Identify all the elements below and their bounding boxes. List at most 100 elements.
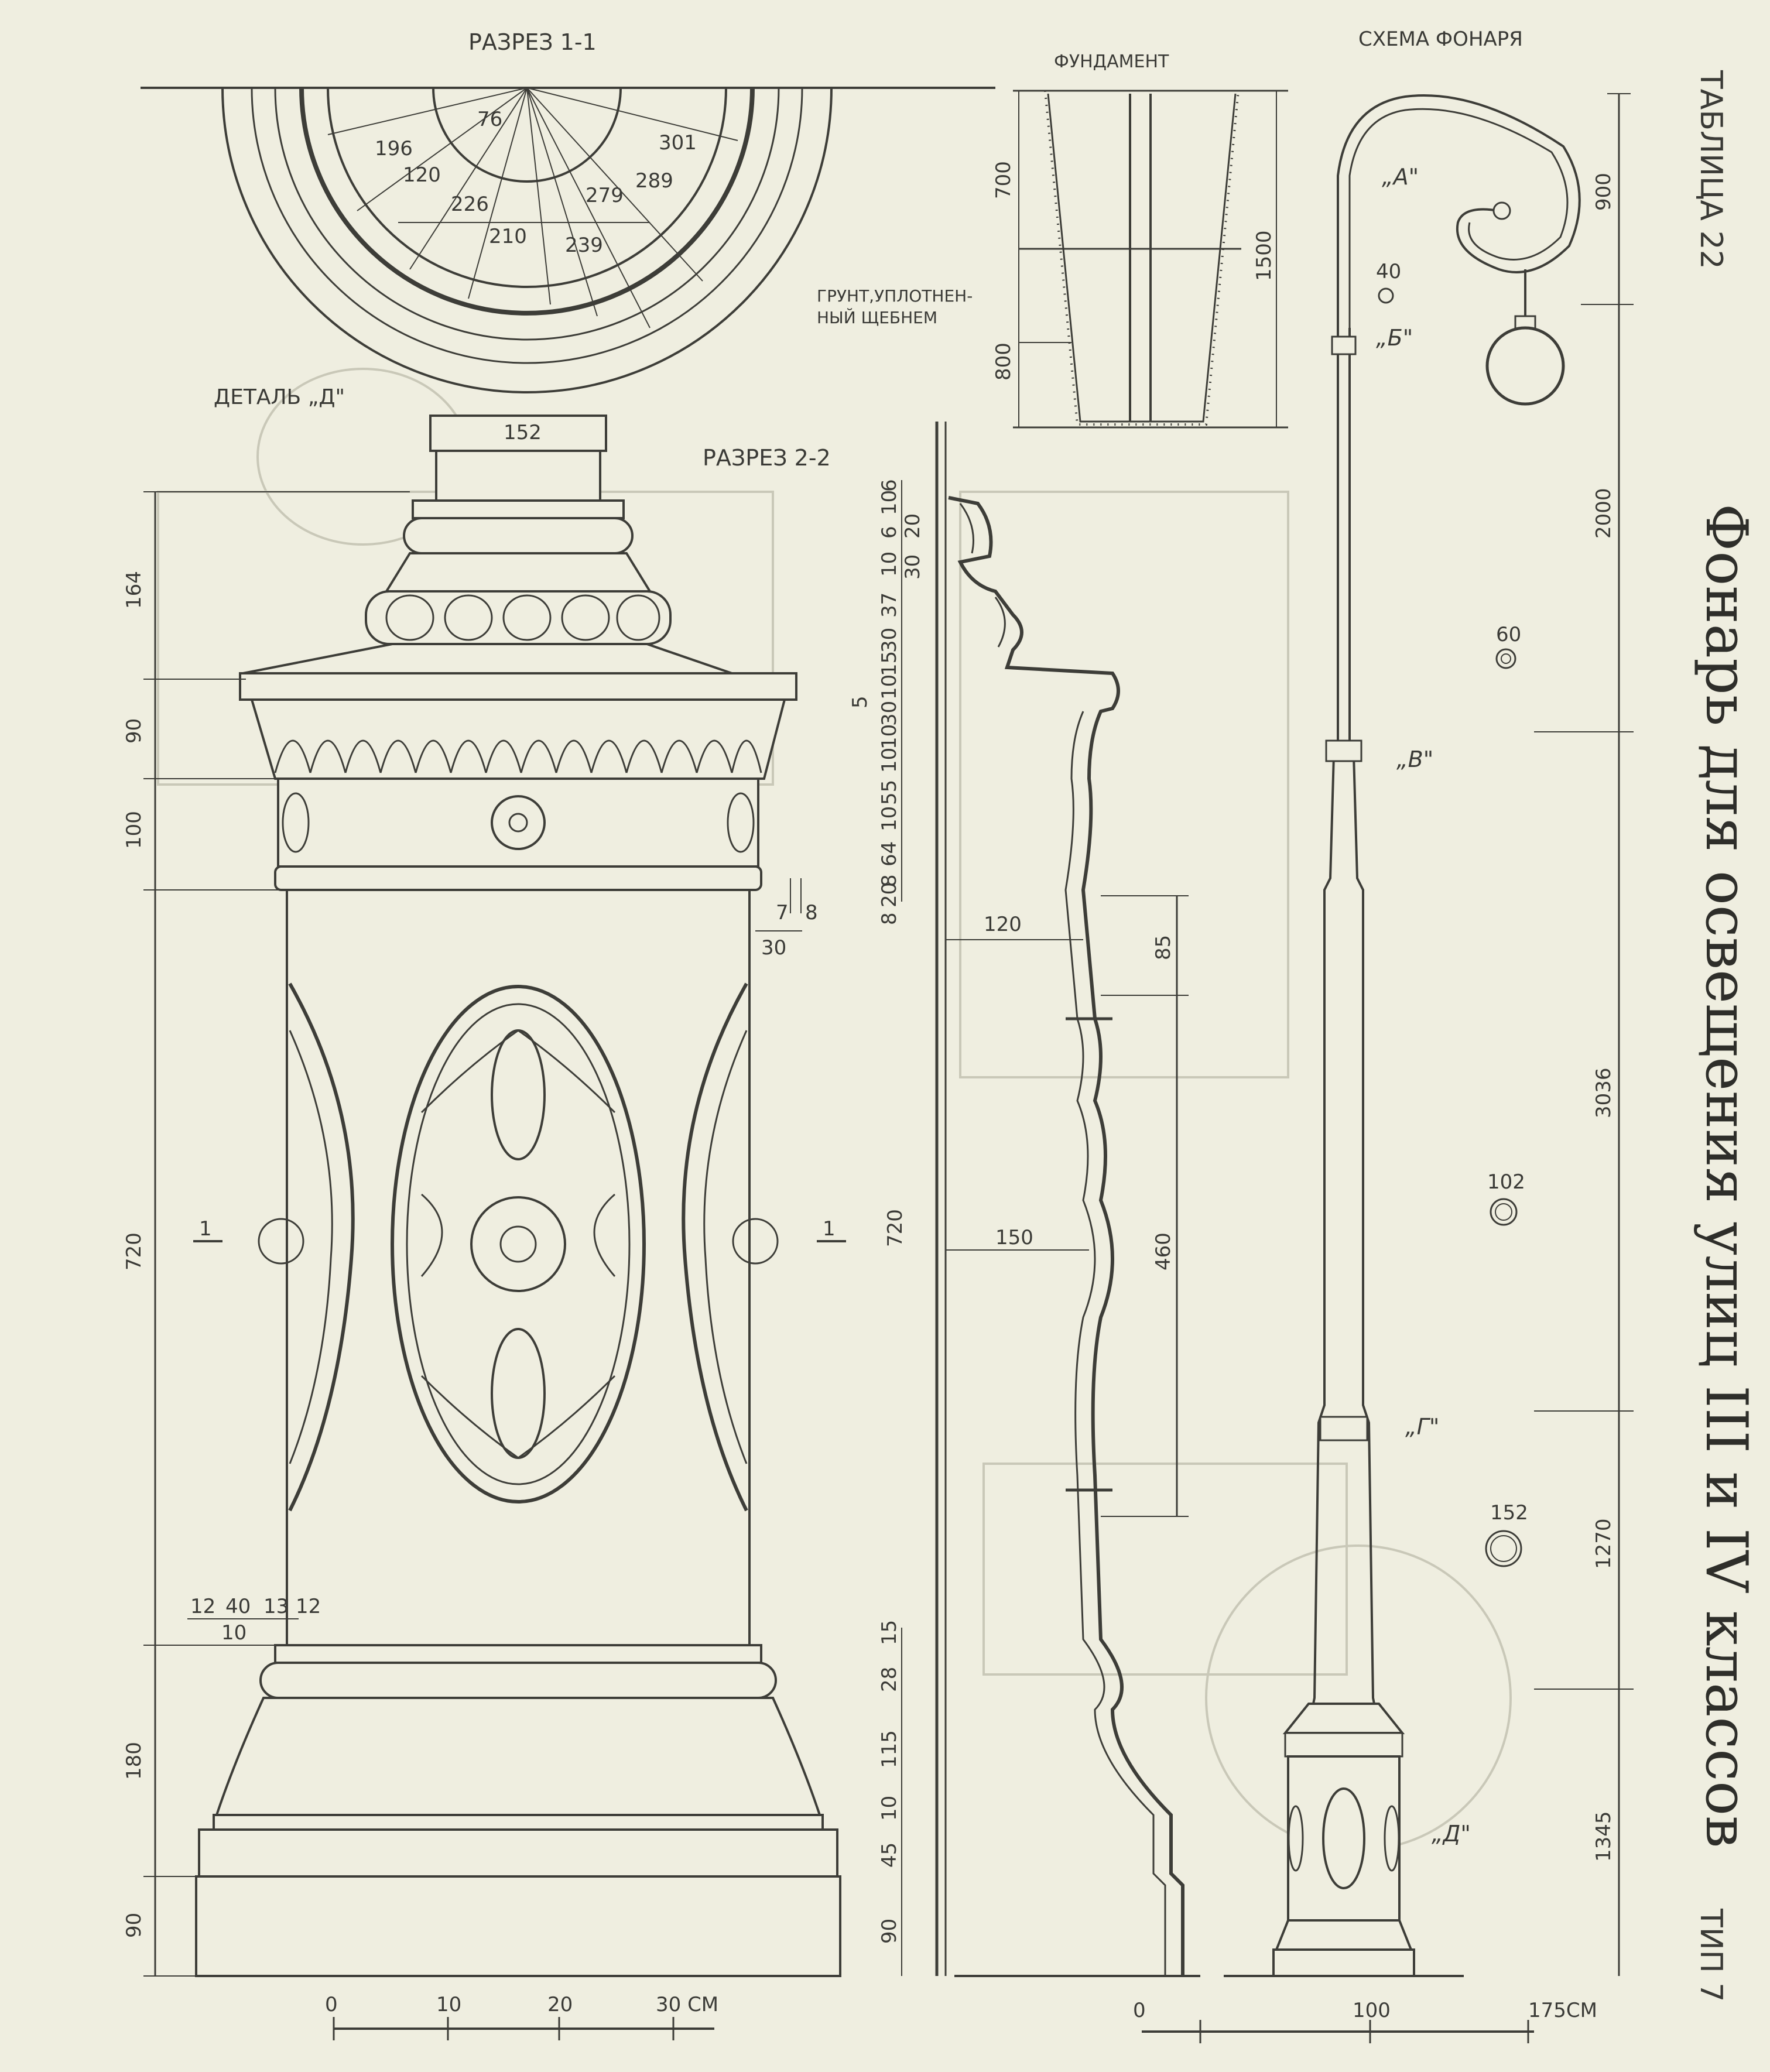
foundation-dim: 800 [992, 343, 1015, 381]
profile-offset-dim: 120 [984, 913, 1022, 936]
scheme-height-dim: 3036 [1592, 1067, 1615, 1118]
scale-left-label: 10 [436, 1993, 461, 2016]
scale-bar-left: 0 10 20 30 CM [325, 1993, 718, 2040]
stack-dim: 30 [878, 628, 901, 653]
foundation-label: ФУНДАМЕНТ [1054, 52, 1169, 72]
plan-dim: 210 [489, 225, 527, 248]
left-height-dim: 164 [122, 571, 146, 609]
table-number-label: ТАБЛИЦА 22 [1693, 70, 1728, 269]
scheme-diameter: 40 [1376, 260, 1401, 283]
scheme-mark-d: „Д" [1432, 1821, 1471, 1847]
stack-dim: 20 [901, 513, 925, 539]
detail-d-label: ДЕТАЛЬ „Д" [214, 385, 345, 409]
plan-dim: 226 [451, 193, 489, 216]
sheet-title: Фонарь для освещения улиц III и IV класс… [1693, 504, 1759, 1848]
sheet-titles: ТАБЛИЦА 22 Фонарь для освещения улиц III… [1693, 70, 1759, 2002]
base-width-dim: 40 [225, 1595, 251, 1618]
type-label: ТИП 7 [1693, 1908, 1728, 2002]
scheme-diameter: 152 [1490, 1501, 1528, 1525]
profile-base-dim: 45 [878, 1842, 901, 1868]
stack-dim: 30 [901, 554, 925, 580]
stack-dim: 10 [878, 552, 901, 577]
stack-dim: 55 [878, 780, 901, 805]
profile-height-dim: 460 [1152, 1232, 1175, 1270]
scale-left-label: 30 CM [656, 1993, 718, 2016]
scheme-mark-b: „Б" [1376, 325, 1413, 351]
scale-bar-right: 0 100 175CM [1133, 1999, 1597, 2043]
stack-dim: 6 [878, 479, 901, 492]
section-mark-right: 1 [823, 1217, 836, 1241]
plan-dim: 120 [403, 163, 441, 187]
scheme-diameter: 60 [1496, 623, 1521, 646]
profile-main-height: 720 [884, 1209, 907, 1247]
scale-right-label: 0 [1133, 1999, 1146, 2022]
scale-left-label: 0 [325, 1993, 338, 2016]
stack-dim: 5 [848, 696, 872, 708]
scheme-height-dim: 1345 [1592, 1811, 1615, 1862]
bead-ornament [385, 594, 660, 641]
stack-dim: 10 [878, 674, 901, 700]
left-height-dim: 180 [122, 1742, 146, 1780]
left-height-dim: 90 [122, 1913, 146, 1938]
stack-dim: 10 [878, 748, 901, 773]
section-mark-left: 1 [199, 1217, 212, 1241]
profile-base-dim: 28 [878, 1667, 901, 1692]
left-height-dim: 100 [122, 811, 146, 849]
detail-d-elevation: ДЕТАЛЬ „Д" 152 [122, 385, 846, 1977]
left-height-dim: 720 [122, 1232, 146, 1270]
plan-radial-lines [327, 87, 738, 328]
plan-dim: 279 [586, 184, 624, 207]
stack-dim: 6 [878, 526, 901, 539]
lamp-scheme-label: СХЕМА ФОНАРЯ [1358, 28, 1523, 51]
stack-dim: 15 [878, 651, 901, 676]
plan-dim: 301 [659, 131, 697, 155]
profile-stack-dims: 6 10 6 10 37 30 15 10 30 10 10 55 10 64 … [848, 479, 925, 925]
rosette-ornament [282, 792, 755, 853]
scheme-mark-a: „А" [1382, 164, 1419, 190]
medallion-center [391, 985, 646, 1504]
stack-dim: 10 [878, 724, 901, 749]
cornice-dim: 8 [805, 901, 818, 924]
stack-dim: 8 [878, 912, 901, 925]
scheme-height-dim: 2000 [1592, 488, 1615, 539]
stack-dim: 10 [878, 490, 901, 515]
section-1-1-plan: РАЗРЕЗ 1-1 196 76 120 226 210 239 279 28… [141, 29, 995, 393]
scheme-height-dim: 1270 [1592, 1518, 1615, 1569]
plan-dim: 76 [477, 108, 502, 131]
base-width-dim: 10 [221, 1621, 247, 1645]
left-height-dim: 90 [122, 718, 146, 744]
scheme-mark-g: „Г" [1405, 1414, 1439, 1440]
foundation-dim: 1500 [1252, 230, 1276, 281]
base-width-dim: 12 [296, 1595, 321, 1618]
scheme-height-dim: 900 [1592, 173, 1615, 211]
stack-dim: 30 [878, 701, 901, 726]
scheme-diameter: 102 [1487, 1170, 1525, 1194]
plan-dim: 289 [635, 169, 673, 193]
stack-dim: 20 [878, 882, 901, 907]
medallion-right [682, 982, 779, 1512]
section-1-1-label: РАЗРЕЗ 1-1 [468, 29, 597, 55]
lamp-scheme: СХЕМА ФОНАРЯ „А" „Б" „В" „Г" „Д" 40 60 [1224, 28, 1634, 1977]
foundation-dim: 700 [992, 161, 1015, 199]
profile-base-dim: 90 [878, 1919, 901, 1944]
scale-right-label: 175CM [1528, 1999, 1597, 2022]
cornice-dim: 7 [776, 901, 789, 924]
cornice-dim: 30 [761, 936, 786, 960]
plan-dim: 239 [565, 234, 603, 257]
soil-note-line-1: ГРУНТ,УПЛОТНЕН- [817, 286, 973, 306]
soil-note-line-2: НЫЙ ЩЕБНЕМ [817, 307, 937, 327]
section-2-2-label: РАЗРЕЗ 2-2 [703, 445, 831, 471]
scale-right-label: 100 [1353, 1999, 1391, 2022]
cap-width-dim: 152 [504, 421, 542, 444]
stack-dim: 37 [878, 593, 901, 618]
profile-height-dim: 85 [1152, 935, 1175, 960]
scheme-mark-v: „В" [1396, 746, 1433, 772]
foundation-section: ФУНДАМЕНТ 700 1500 800 ГРУНТ,УПЛОТНЕН- Н… [817, 52, 1288, 429]
profile-base-dim: 15 [878, 1620, 901, 1645]
profile-offset-dim: 150 [995, 1226, 1033, 1249]
base-width-dim: 12 [190, 1595, 215, 1618]
section-2-2-profile: РАЗРЕЗ 2-2 6 10 6 10 37 30 15 10 30 10 1… [703, 422, 1200, 1977]
stack-dim: 64 [878, 841, 901, 867]
